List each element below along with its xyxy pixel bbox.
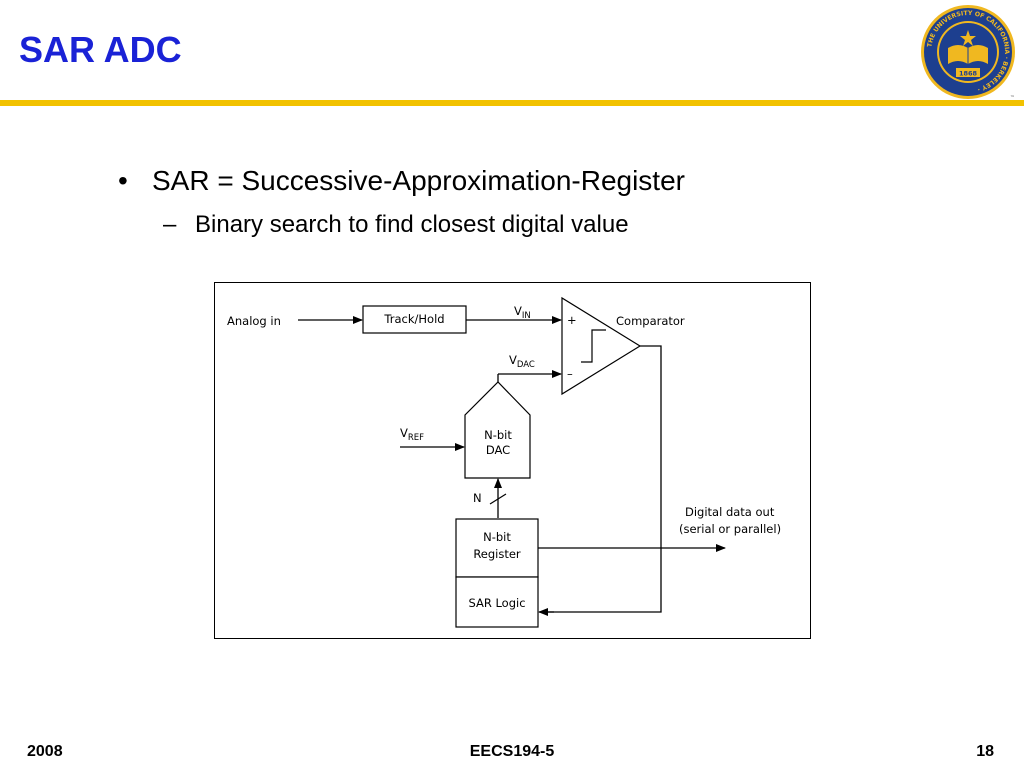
- digital-out-label-line2: (serial or parallel): [679, 522, 781, 536]
- svg-text:™: ™: [1010, 95, 1015, 101]
- footer-course: EECS194-5: [469, 743, 555, 760]
- footer-page-number: 18: [976, 743, 994, 760]
- digital-out-label-line1: Digital data out: [685, 505, 775, 519]
- slide-title: SAR ADC: [19, 29, 182, 70]
- comparator-feedback-wire: [548, 345, 662, 613]
- sar-logic-label: SAR Logic: [468, 596, 525, 610]
- register-label-line1: N-bit: [483, 530, 511, 544]
- comparator-label: Comparator: [616, 314, 685, 328]
- comparator-step-symbol: [581, 329, 606, 363]
- register-label-line2: Register: [473, 547, 521, 561]
- analog-in-label: Analog in: [227, 314, 281, 328]
- title-divider: [0, 100, 1024, 106]
- sub-bullet-text: Binary search to find closest digital va…: [195, 211, 629, 238]
- dac-label-line1: N-bit: [484, 428, 512, 442]
- track-hold-label: Track/Hold: [383, 312, 444, 326]
- bullet-text: SAR = Successive-Approximation-Register: [152, 165, 685, 196]
- footer-year: 2008: [27, 743, 63, 760]
- dac-block: [464, 381, 531, 479]
- vref-label: VREF: [400, 426, 424, 443]
- sub-bullet-item: –Binary search to find closest digital v…: [163, 209, 629, 241]
- sub-bullet-marker: –: [163, 211, 177, 238]
- comparator-minus-label: –: [567, 367, 573, 381]
- bullet-marker: •: [118, 165, 128, 196]
- bus-width-label: N: [473, 491, 482, 505]
- dac-label-line2: DAC: [486, 443, 510, 457]
- bus-width-slash: [489, 493, 507, 505]
- vin-label: VIN: [514, 304, 531, 321]
- comparator-plus-label: +: [567, 313, 577, 327]
- bullet-item: • SAR = Successive-Approximation-Register: [118, 162, 685, 200]
- svg-text:1868: 1868: [959, 70, 978, 78]
- sar-logic-block: [455, 576, 539, 628]
- comparator-triangle: [561, 296, 642, 396]
- sar-adc-block-diagram: Analog in Track/Hold VIN + – Comparator …: [214, 282, 811, 639]
- vdac-label: VDAC: [509, 353, 535, 370]
- uc-berkeley-seal-logo: THE UNIVERSITY OF CALIFORNIA · BERKELEY …: [921, 5, 1015, 101]
